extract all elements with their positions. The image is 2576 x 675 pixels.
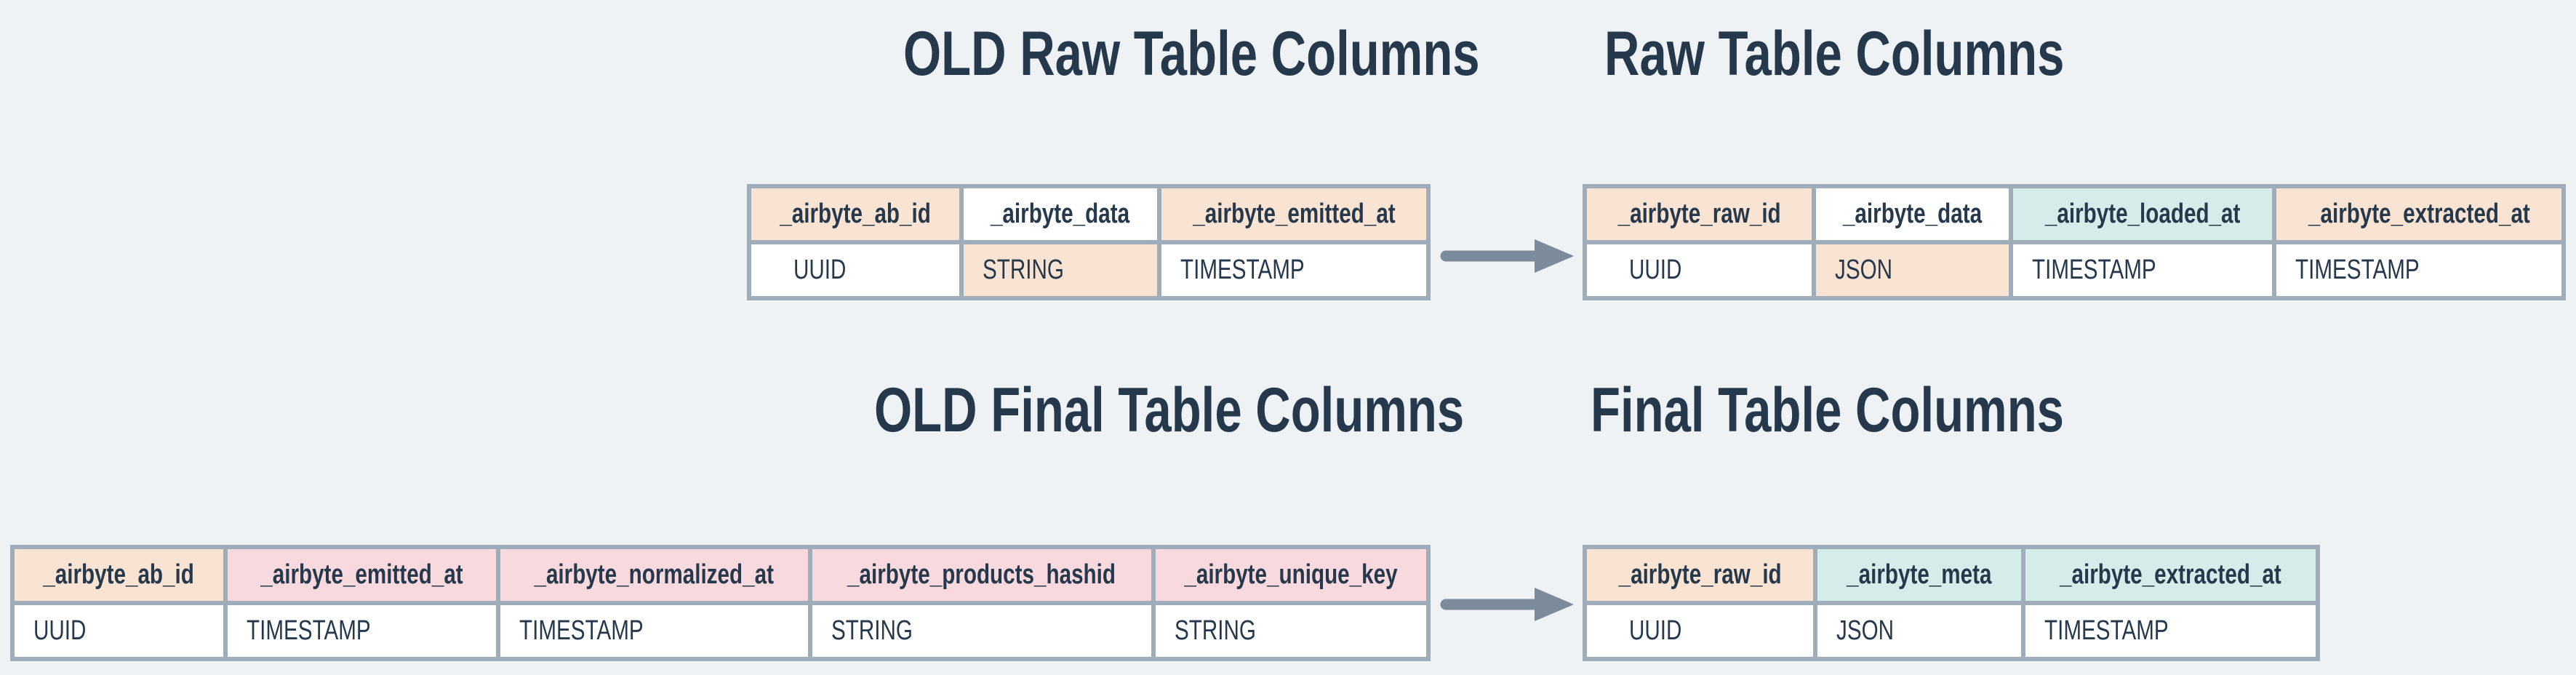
column-type-cell: UUID <box>15 605 223 657</box>
column-name: _airbyte_products_hashid <box>847 559 1116 590</box>
column-type: UUID <box>793 255 847 285</box>
column-type-cell: STRING <box>812 605 1151 657</box>
column-type-cell: UUID <box>1587 605 1813 657</box>
old-final-table-title: OLD Final Table Columns <box>874 376 1631 445</box>
table-column: _airbyte_products_hashid STRING <box>808 549 1151 657</box>
title-text: Raw Table Columns <box>1604 19 2065 89</box>
column-name: _airbyte_raw_id <box>1617 199 1781 229</box>
final-table: _airbyte_raw_id UUID _airbyte_meta JSON … <box>1583 545 2320 661</box>
old-raw-table-title: OLD Raw Table Columns <box>903 20 1642 89</box>
column-header-cell: _airbyte_meta <box>1817 549 2021 605</box>
column-type: TIMESTAMP <box>1180 255 1305 285</box>
raw-table: _airbyte_raw_id UUID _airbyte_data JSON … <box>1583 184 2566 300</box>
column-type: STRING <box>1175 615 1256 646</box>
final-table-title: Final Table Columns <box>1591 376 2198 445</box>
column-type-cell: UUID <box>1587 244 1812 296</box>
column-type: UUID <box>1629 615 1682 646</box>
column-type: JSON <box>1836 615 1895 646</box>
table-column: _airbyte_raw_id UUID <box>1587 549 1813 657</box>
column-header-cell: _airbyte_emitted_at <box>1161 188 1426 244</box>
column-name: _airbyte_extracted_at <box>2060 559 2281 590</box>
column-type: TIMESTAMP <box>247 615 371 646</box>
column-name: _airbyte_loaded_at <box>2044 199 2241 229</box>
column-type: STRING <box>983 255 1064 285</box>
right-arrow-icon <box>1440 588 1574 621</box>
table-column: _airbyte_emitted_at TIMESTAMP <box>223 549 496 657</box>
table-column: _airbyte_data JSON <box>1812 188 2009 296</box>
column-name: _airbyte_emitted_at <box>260 559 463 590</box>
column-name: _airbyte_extracted_at <box>2308 199 2530 229</box>
table-column: _airbyte_extracted_at TIMESTAMP <box>2272 188 2561 296</box>
column-type-cell: STRING <box>1156 605 1426 657</box>
column-header-cell: _airbyte_data <box>1816 188 2009 244</box>
column-type: TIMESTAMP <box>519 615 644 646</box>
column-type: JSON <box>1835 255 1893 285</box>
column-header-cell: _airbyte_ab_id <box>15 549 223 605</box>
column-name: _airbyte_data <box>991 199 1130 229</box>
table-column: _airbyte_meta JSON <box>1813 549 2021 657</box>
column-header-cell: _airbyte_loaded_at <box>2013 188 2272 244</box>
table-column: _airbyte_normalized_at TIMESTAMP <box>496 549 808 657</box>
table-column: _airbyte_emitted_at TIMESTAMP <box>1157 188 1426 296</box>
table-column: _airbyte_extracted_at TIMESTAMP <box>2021 549 2316 657</box>
column-type-cell: TIMESTAMP <box>2276 244 2561 296</box>
column-header-cell: _airbyte_emitted_at <box>228 549 496 605</box>
title-text: OLD Final Table Columns <box>874 375 1465 445</box>
column-type-cell: TIMESTAMP <box>2025 605 2316 657</box>
column-type: TIMESTAMP <box>2044 615 2169 646</box>
column-type-cell: JSON <box>1816 244 2009 296</box>
column-header-cell: _airbyte_data <box>964 188 1157 244</box>
column-header-cell: _airbyte_raw_id <box>1587 188 1812 244</box>
column-name: _airbyte_normalized_at <box>534 559 775 590</box>
column-name: _airbyte_raw_id <box>1618 559 1782 590</box>
title-text: Final Table Columns <box>1591 375 2064 445</box>
column-header-cell: _airbyte_extracted_at <box>2025 549 2316 605</box>
table-column: _airbyte_unique_key STRING <box>1151 549 1426 657</box>
column-type-cell: TIMESTAMP <box>1161 244 1426 296</box>
column-name: _airbyte_ab_id <box>780 199 931 229</box>
column-type-cell: TIMESTAMP <box>2013 244 2272 296</box>
raw-table-title: Raw Table Columns <box>1604 20 2194 89</box>
column-type-cell: TIMESTAMP <box>228 605 496 657</box>
column-header-cell: _airbyte_ab_id <box>751 188 959 244</box>
table-column: _airbyte_ab_id UUID <box>751 188 959 296</box>
table-column: _airbyte_ab_id UUID <box>15 549 223 657</box>
column-type: TIMESTAMP <box>2032 255 2156 285</box>
column-name: _airbyte_data <box>1842 199 1983 229</box>
column-header-cell: _airbyte_unique_key <box>1156 549 1426 605</box>
old-final-table: _airbyte_ab_id UUID _airbyte_emitted_at … <box>10 545 1431 661</box>
column-header-cell: _airbyte_extracted_at <box>2276 188 2561 244</box>
right-arrow-icon <box>1440 239 1574 273</box>
column-type: STRING <box>831 615 913 646</box>
table-column: _airbyte_raw_id UUID <box>1587 188 1812 296</box>
column-type-cell: UUID <box>751 244 959 296</box>
column-type-cell: TIMESTAMP <box>500 605 808 657</box>
column-name: _airbyte_unique_key <box>1184 559 1398 590</box>
column-type: UUID <box>1629 255 1682 285</box>
column-type-cell: JSON <box>1817 605 2021 657</box>
table-column: _airbyte_loaded_at TIMESTAMP <box>2009 188 2272 296</box>
column-header-cell: _airbyte_raw_id <box>1587 549 1813 605</box>
old-raw-table: _airbyte_ab_id UUID _airbyte_data STRING… <box>747 184 1431 300</box>
column-header-cell: _airbyte_products_hashid <box>812 549 1151 605</box>
column-name: _airbyte_ab_id <box>43 559 195 590</box>
column-type: UUID <box>33 615 87 646</box>
title-text: OLD Raw Table Columns <box>903 19 1480 89</box>
column-type-cell: STRING <box>964 244 1157 296</box>
table-column: _airbyte_data STRING <box>959 188 1157 296</box>
column-name: _airbyte_emitted_at <box>1192 199 1396 229</box>
column-header-cell: _airbyte_normalized_at <box>500 549 808 605</box>
column-name: _airbyte_meta <box>1847 559 1992 590</box>
column-type: TIMESTAMP <box>2295 255 2420 285</box>
